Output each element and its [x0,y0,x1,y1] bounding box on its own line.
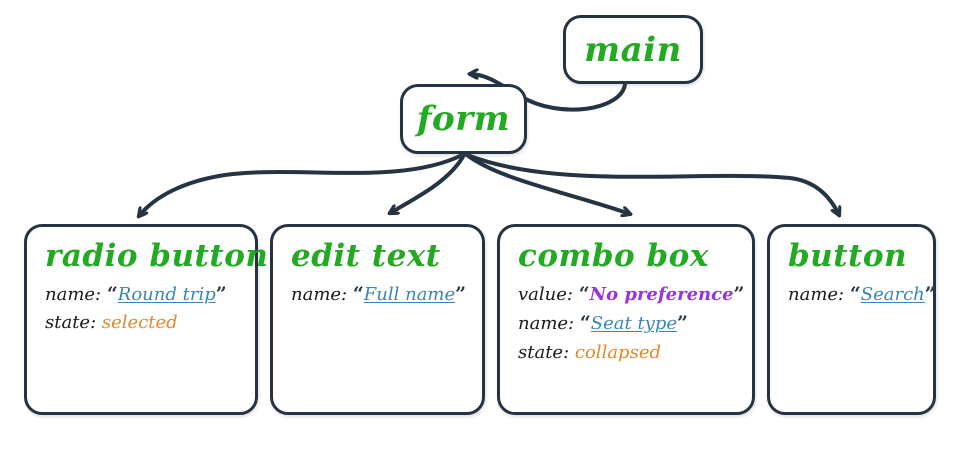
node-edit-text[interactable]: edit text name: “Full name” [270,224,485,415]
node-form-title: form [416,99,511,139]
attr-row-state: state: selected [45,309,239,337]
node-main[interactable]: main [563,15,703,84]
attr-row-name: name: “Search” [788,280,936,309]
quote-open: “ [579,312,591,335]
node-button[interactable]: button name: “Search” [767,224,936,415]
attr-key-name: name: [291,284,348,305]
attr-value-name: Full name [363,284,456,305]
node-combo-box-title: combo box [518,238,709,274]
quote-open: “ [578,283,590,305]
quote-close: ” [924,283,936,305]
attr-value-name: Round trip [117,284,216,305]
attr-value-name: Search [860,284,925,305]
attr-key-name: name: [45,284,102,305]
attr-row-value: value: “No preference” [518,280,744,309]
quote-open: “ [352,283,364,305]
node-radio-button[interactable]: radio button name: “Round trip” state: s… [24,224,269,415]
edge-form-to-combo-box [465,153,630,214]
edge-form-to-button [468,154,839,215]
quote-open: “ [849,283,861,305]
attr-value-state: collapsed [574,341,661,363]
node-button-title: button [788,238,908,274]
node-combo-box[interactable]: combo box value: “No preference” name: “… [497,224,755,415]
attr-row-name: name: “Full name” [291,280,466,309]
attr-key-value: value: [518,284,573,305]
attr-key-state: state: [45,312,97,334]
node-radio-button-title: radio button [45,238,269,274]
quote-close: ” [455,283,467,305]
attr-key-name: name: [788,284,845,305]
node-edit-text-title: edit text [291,238,441,274]
edge-form-to-radio-button [139,153,464,216]
attr-row-state: state: collapsed [518,339,736,367]
quote-close: ” [733,283,745,305]
quote-close: ” [677,312,688,335]
edge-form-to-edit-text [390,153,466,213]
attr-value-state: selected [101,312,178,334]
attr-value-value: No preference [589,284,734,305]
attr-key-name: name: [518,313,575,335]
node-form[interactable]: form [400,84,527,154]
quote-close: ” [215,283,227,305]
attr-key-state: state: [518,341,570,363]
quote-open: “ [106,283,118,305]
attr-value-name: Seat type [590,313,678,335]
attr-row-name: name: “Round trip” [45,280,239,309]
node-main-title: main [584,29,682,70]
attr-row-name: name: “Seat type” [518,309,736,338]
